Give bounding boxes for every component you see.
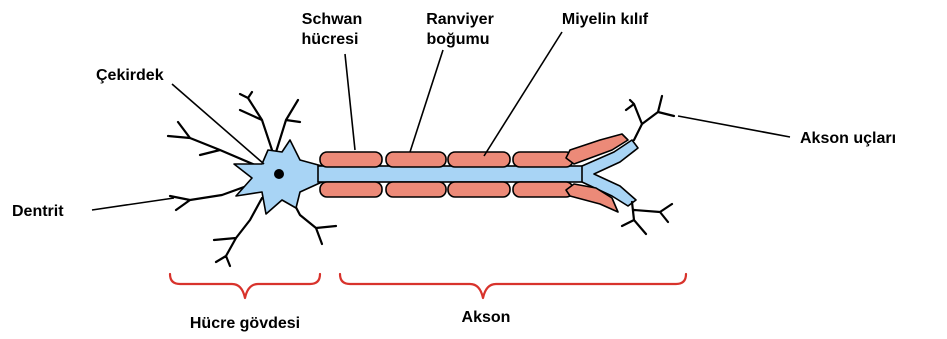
label-ranvier-line2: boğumu xyxy=(426,31,489,48)
pointer-ranvier xyxy=(410,50,443,152)
myelin-segment xyxy=(513,182,573,197)
pointer-schwan xyxy=(345,54,355,150)
pointer-myelin xyxy=(484,32,562,156)
brace-cell-body xyxy=(170,274,320,298)
axon-core xyxy=(318,166,584,182)
label-ranvier-line1: Ranviyer xyxy=(426,11,494,28)
myelin-segment xyxy=(513,152,573,167)
nucleus-dot xyxy=(274,169,284,179)
label-schwan-line1: Schwan xyxy=(302,11,362,28)
brace-axon xyxy=(340,274,686,298)
myelin-segment xyxy=(448,152,510,167)
myelin-segment xyxy=(386,182,446,197)
label-axon: Akson xyxy=(462,309,511,326)
pointer-dendrite xyxy=(92,198,174,210)
axon-terminal-branches xyxy=(622,96,674,234)
myelin-segment xyxy=(320,182,382,197)
label-cell-body: Hücre gövdesi xyxy=(190,315,300,332)
label-schwan-line2: hücresi xyxy=(302,31,359,48)
pointer-axon-terminals xyxy=(678,116,790,137)
label-myelin: Miyelin kılıf xyxy=(562,11,649,28)
myelin-segment xyxy=(448,182,510,197)
myelin-segment xyxy=(386,152,446,167)
label-nucleus: Çekirdek xyxy=(96,67,164,84)
label-dendrite: Dentrit xyxy=(12,203,64,220)
label-axon-terminals: Akson uçları xyxy=(800,130,896,147)
myelin-segment xyxy=(320,152,382,167)
